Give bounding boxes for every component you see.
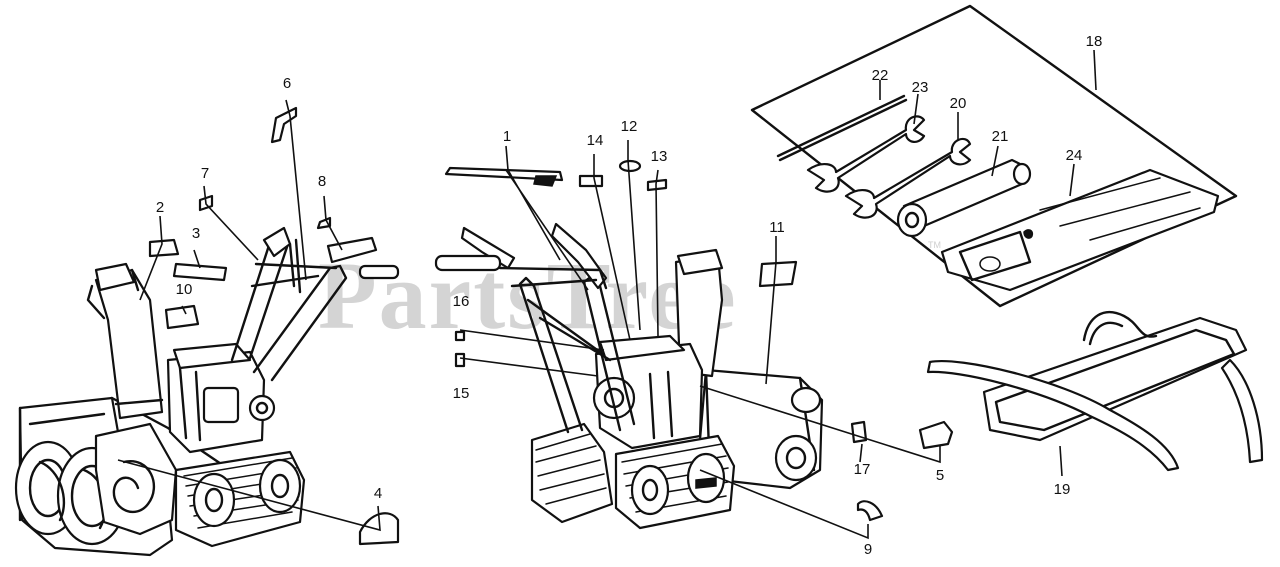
leader-lines [117, 49, 1097, 540]
callout-10: 10 [176, 281, 193, 298]
callout-20: 20 [950, 95, 967, 112]
callout-7: 7 [201, 165, 209, 182]
callout-22: 22 [872, 67, 889, 84]
callout-9: 9 [864, 541, 872, 558]
callout-6: 6 [283, 75, 291, 92]
snowblower-cover [926, 311, 1264, 472]
snowblower-front-view [14, 226, 400, 557]
callout-numbers: 1 2 3 4 5 6 7 8 9 10 11 12 13 14 15 16 1… [156, 33, 1103, 558]
callout-21: 21 [992, 128, 1009, 145]
callout-23: 23 [912, 79, 929, 96]
decals [148, 106, 954, 546]
callout-13: 13 [651, 148, 668, 165]
callout-3: 3 [192, 225, 200, 242]
callout-18: 18 [1086, 33, 1103, 50]
callout-15: 15 [453, 385, 470, 402]
callout-16: 16 [453, 293, 470, 310]
callout-5: 5 [936, 467, 944, 484]
snowblower-rear-view [434, 222, 824, 530]
callout-2: 2 [156, 199, 164, 216]
callout-1: 1 [503, 128, 511, 145]
callout-4: 4 [374, 485, 382, 502]
callout-14: 14 [587, 132, 604, 149]
callout-8: 8 [318, 173, 326, 190]
tool-kit [750, 4, 1238, 308]
watermark-text: PartsTree [318, 242, 738, 349]
callout-17: 17 [854, 461, 871, 478]
callout-12: 12 [621, 118, 638, 135]
callout-24: 24 [1066, 147, 1083, 164]
watermark-trademark: TM [928, 240, 941, 250]
callout-19: 19 [1054, 481, 1071, 498]
callout-11: 11 [769, 219, 785, 236]
